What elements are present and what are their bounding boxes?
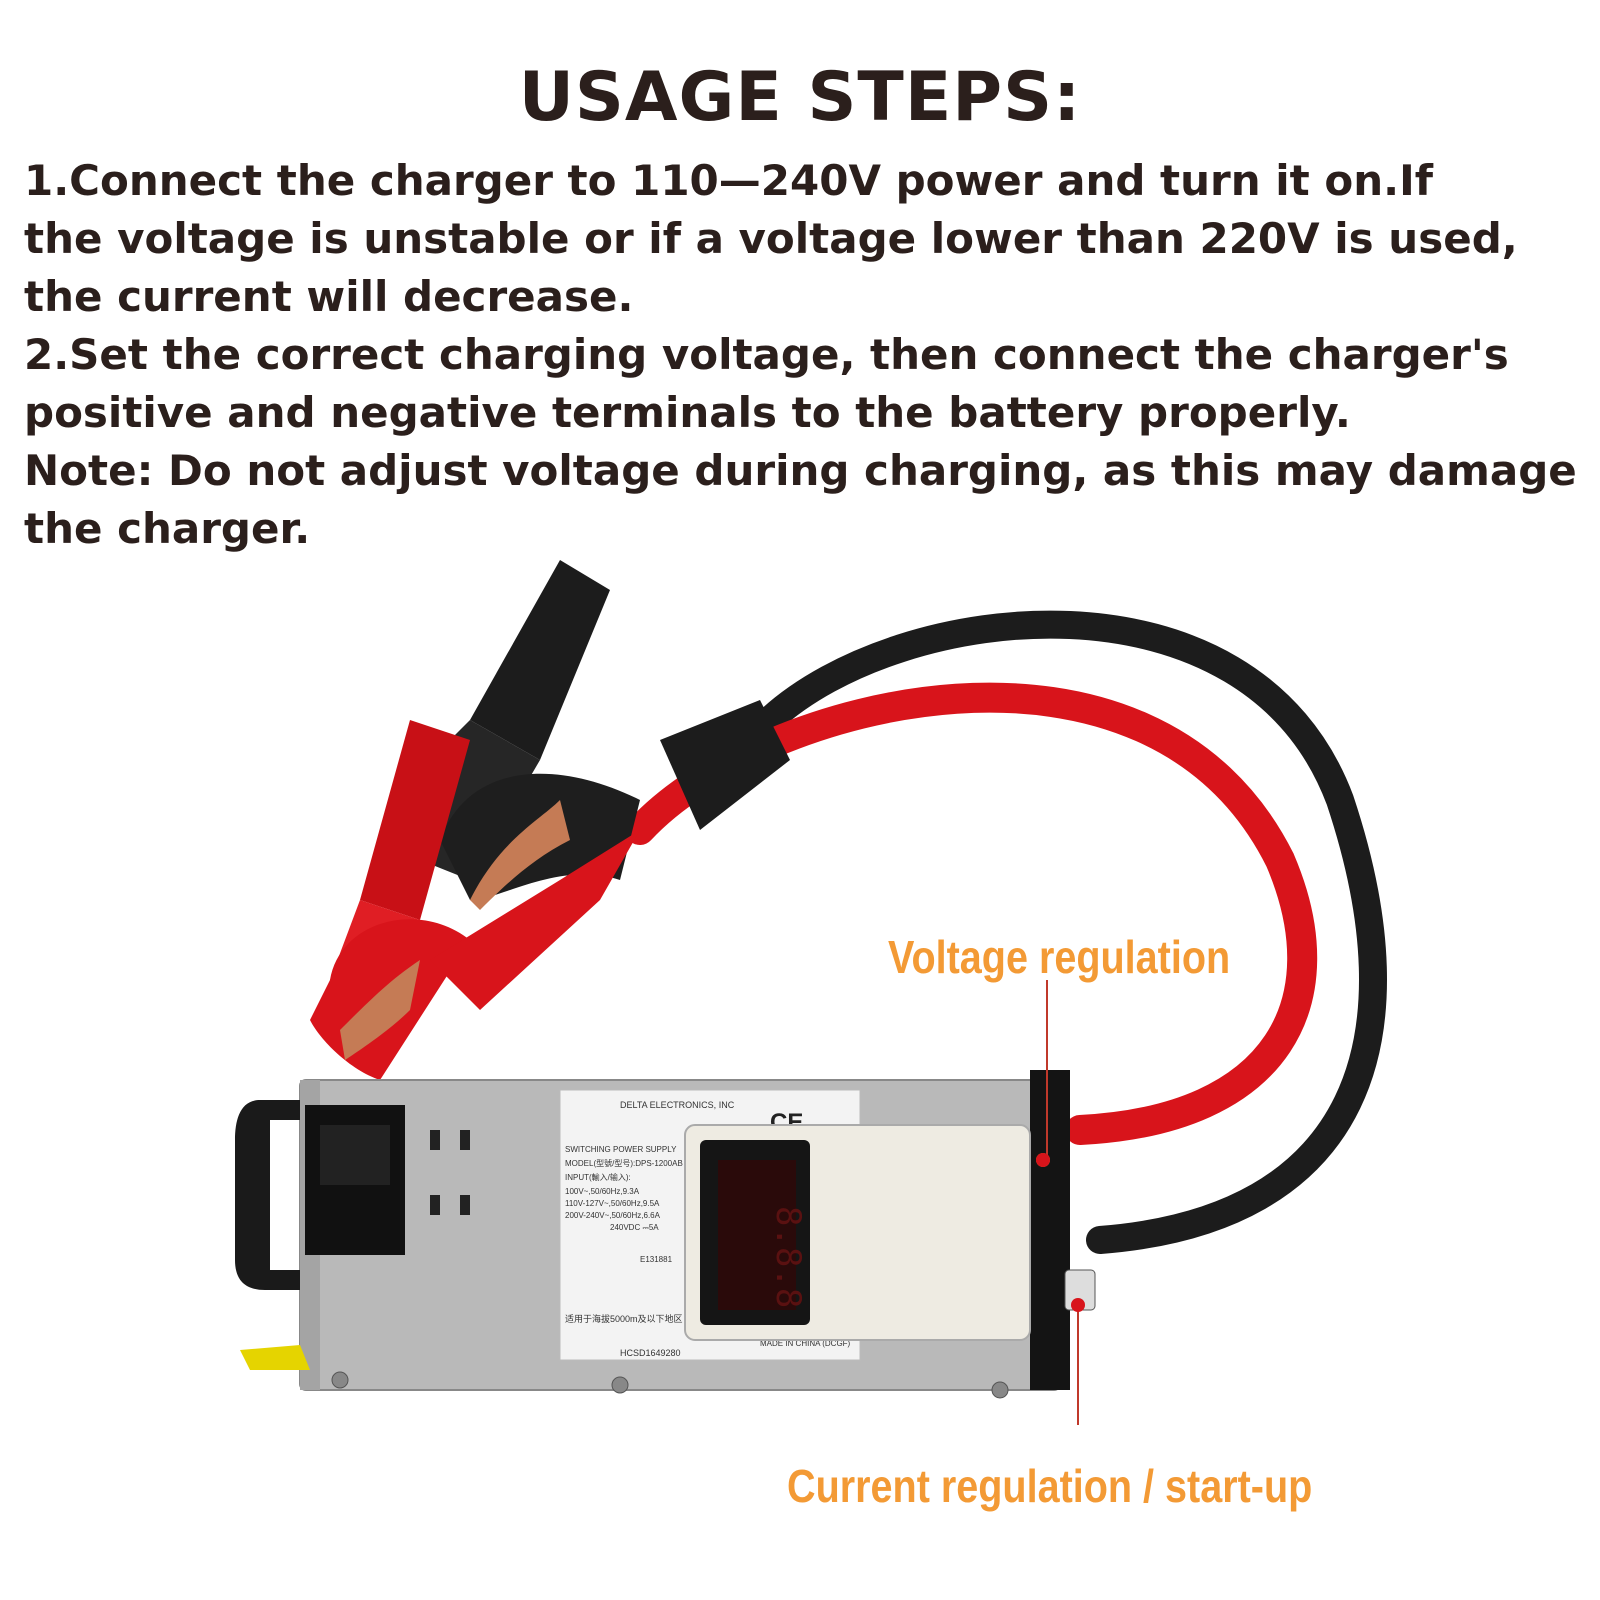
voltage-regulation-label: Voltage regulation bbox=[888, 931, 1231, 983]
psu-type: SWITCHING POWER SUPPLY bbox=[565, 1145, 677, 1154]
current-callout-dot bbox=[1071, 1298, 1085, 1312]
step-line: the voltage is unstable or if a voltage … bbox=[24, 214, 1518, 263]
step-line: 2.Set the correct charging voltage, then… bbox=[24, 330, 1509, 379]
step-line: 1.Connect the charger to 110—240V power … bbox=[24, 156, 1433, 205]
control-module: 8.8.8 bbox=[684, 1124, 1031, 1341]
psu-rating: 240VDC ⎓5A bbox=[610, 1223, 659, 1232]
black-cable bbox=[756, 610, 1387, 1254]
psu-rating: 100V~,50/60Hz,9.3A bbox=[565, 1187, 640, 1196]
psu-brand: DELTA ELECTRONICS, INC bbox=[620, 1100, 735, 1110]
usage-steps: 1.Connect the charger to 110—240V power … bbox=[24, 152, 1584, 558]
voltage-callout-dot bbox=[1036, 1153, 1050, 1167]
black-clamp bbox=[420, 560, 790, 910]
red-clamp bbox=[310, 720, 640, 1080]
psu-altitude: 适用于海拔5000m及以下地区 bbox=[565, 1313, 683, 1324]
psu-rating: 200V-240V~,50/60Hz,6.6A bbox=[565, 1211, 661, 1220]
step-line: the current will decrease. bbox=[24, 272, 634, 321]
page-title: USAGE STEPS: bbox=[518, 58, 1082, 137]
psu-input: INPUT(輸入/输入): bbox=[565, 1172, 631, 1182]
psu-serial: HCSD1649280 bbox=[620, 1348, 681, 1358]
current-regulation-label: Current regulation / start-up bbox=[787, 1460, 1313, 1512]
psu-cert: E131881 bbox=[640, 1255, 673, 1264]
psu-rating: 110V-127V~,50/60Hz,9.5A bbox=[565, 1199, 660, 1208]
led-display: 8.8.8 bbox=[768, 1206, 808, 1308]
psu-model: MODEL(型號/型号):DPS-1200AB bbox=[565, 1158, 683, 1168]
red-cable bbox=[625, 682, 1318, 1145]
step-line: the charger. bbox=[24, 504, 311, 553]
step-line: Note: Do not adjust voltage during charg… bbox=[24, 446, 1577, 495]
step-line: positive and negative terminals to the b… bbox=[24, 388, 1351, 437]
psu-made-in: MADE IN CHINA (DCGF) bbox=[760, 1339, 851, 1348]
